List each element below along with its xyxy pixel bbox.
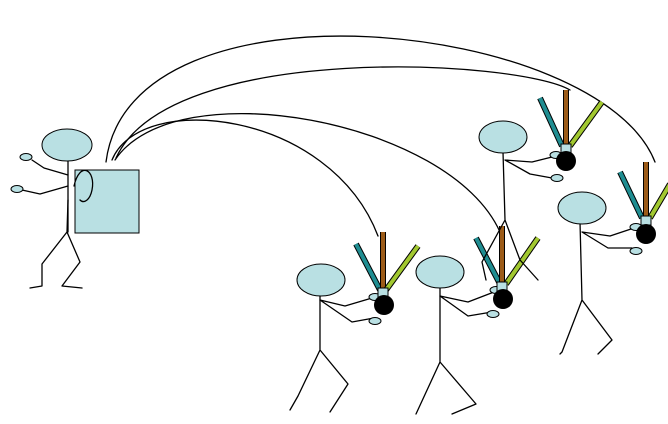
thrower-head [41,128,93,162]
thrower-right-hand [10,185,24,193]
receiver-1-head [296,263,346,297]
connection-arcs [105,35,656,237]
receiver-2-hand-lower [486,310,500,318]
receiver-3-ball [556,151,576,171]
thrower-hand-loop [73,169,94,203]
receiver-3-head [478,120,528,154]
arc-to-receiver-3 [115,66,571,159]
receiver-4-head [557,191,607,225]
thrower-box [74,169,140,234]
receiver-2-ball [493,289,513,309]
receiver-figure-4 [557,162,668,355]
receiver-figure-2 [415,226,541,415]
receiver-3-hand-lower [550,174,564,182]
receiver-1-ball [374,295,394,315]
thrower-left-hand [19,153,33,161]
arc-to-receiver-4 [105,35,656,163]
receiver-4-hand-lower [629,247,643,255]
thrower-figure [10,128,140,289]
receiver-2-head [415,255,465,289]
receiver-figure-1 [289,232,421,413]
arc-to-receiver-1 [111,119,379,237]
receiver-4-ball [636,224,656,244]
thrower-arms [21,159,69,195]
receiver-figure-3 [478,90,605,281]
receiver-1-hand-lower [368,317,382,325]
thrower-legs [29,199,83,289]
receiver-4-holder [640,215,652,226]
arc-to-receiver-2 [114,112,501,233]
